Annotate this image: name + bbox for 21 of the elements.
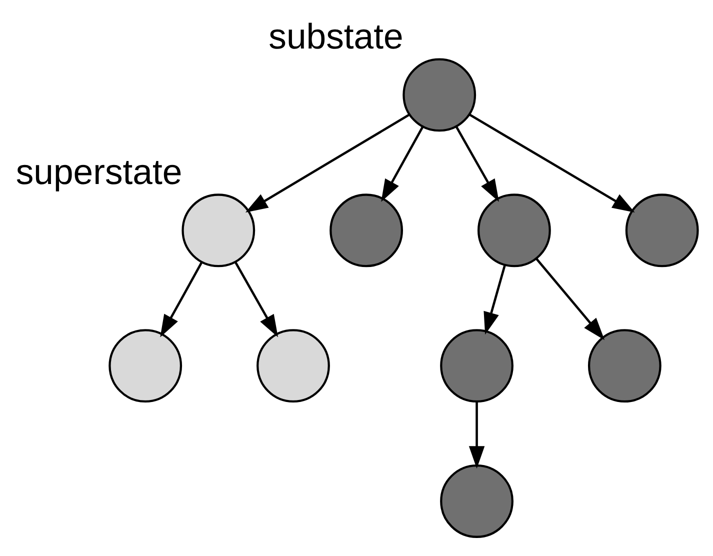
arrow bbox=[536, 258, 605, 340]
arrow bbox=[468, 113, 635, 212]
arrow bbox=[160, 261, 203, 337]
arrow bbox=[468, 401, 485, 468]
arrow bbox=[234, 261, 278, 337]
node-circle bbox=[625, 193, 699, 267]
node-circle bbox=[402, 58, 476, 132]
arrow bbox=[455, 126, 500, 202]
node-label: superstate bbox=[16, 152, 182, 192]
arrow bbox=[245, 113, 410, 212]
node-label: substate bbox=[268, 16, 404, 56]
node-circle bbox=[330, 193, 403, 267]
node-circle bbox=[440, 464, 514, 538]
node-circle bbox=[478, 193, 551, 267]
node-circle bbox=[588, 328, 662, 402]
node-circle bbox=[108, 328, 182, 402]
arrow bbox=[484, 264, 506, 334]
arrow bbox=[381, 126, 424, 202]
node-circle bbox=[440, 328, 514, 402]
node-circle bbox=[182, 193, 256, 267]
node-circle bbox=[256, 328, 330, 402]
